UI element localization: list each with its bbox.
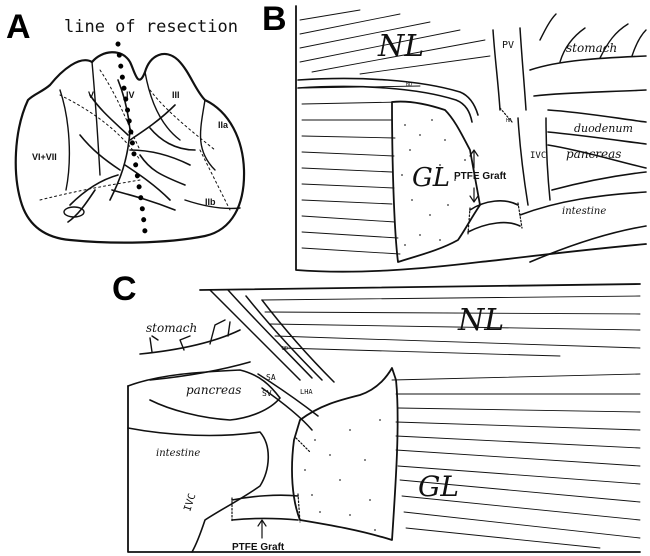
graft-liver-stipple: [401, 119, 466, 246]
ptfe-graft-tube-b: [467, 200, 521, 233]
panel-c: C stomach pancreas SA: [112, 270, 641, 553]
segment-label-iib: IIb: [205, 197, 216, 207]
panel-b-frame: [295, 5, 647, 273]
ivc-label-c: IVC: [182, 492, 198, 513]
vessel-tag-c: BD: [282, 346, 288, 352]
stomach-label-c: stomach: [146, 321, 197, 335]
left-hepatic-artery-label: LHA: [300, 388, 313, 396]
segment-label-v: V: [88, 90, 94, 100]
graft-arrow-up-b: [469, 149, 479, 169]
pancreas-outline-b: [547, 144, 647, 191]
lobe-divisions: [59, 61, 241, 210]
segment-label-vi-vii: VI+VII: [32, 152, 57, 162]
native-liver-label-c: NL: [457, 303, 504, 338]
graft-liver-stipple-c: [304, 419, 381, 531]
hepatic-vascular-tree: [67, 79, 196, 223]
pancreas-label-c: pancreas: [186, 383, 241, 397]
intestine-outline-b: [519, 191, 647, 263]
splenic-artery-label: SA: [266, 373, 276, 382]
graft-liver-outline: [391, 100, 481, 263]
stomach-label-b: stomach: [566, 41, 617, 55]
segment-label-iii: III: [172, 90, 180, 100]
graft-liver-label-c: GL: [418, 470, 459, 503]
splenic-vein-label: SV: [262, 389, 272, 398]
panel-b: B NL: [262, 0, 647, 273]
hilar-vessel-band: [297, 77, 479, 123]
intestine-label-b: intestine: [562, 206, 606, 217]
panel-c-letter: C: [112, 270, 137, 308]
intestine-outline-c: [127, 427, 270, 553]
ivc-label-b: IVC: [530, 151, 546, 161]
vessel-tag-b-1: BD: [406, 82, 412, 88]
graft-suture-lines-c: [231, 437, 311, 523]
segment-guides: [39, 69, 231, 211]
panel-c-frame: [127, 283, 641, 553]
native-liver-label-b: NL: [377, 29, 424, 64]
panel-b-letter: B: [262, 0, 287, 38]
panel-a: A line of resection VI+VII V IV III IIa …: [6, 8, 246, 244]
segment-label-iia: IIa: [218, 120, 229, 130]
ivc-column: [517, 117, 551, 206]
intestine-label-c: intestine: [156, 448, 200, 459]
stomach-outline: [529, 55, 647, 97]
duodenum-outline: [547, 109, 647, 145]
native-liver-hatching-c: [261, 295, 641, 549]
graft-liver-outline-c: [291, 367, 399, 541]
graft-arrow-up-c: [257, 519, 267, 539]
graft-suture-lines: [467, 107, 523, 235]
portal-vein-column: [492, 27, 527, 111]
vessel-tag-b-2: HA: [506, 118, 512, 124]
ptfe-graft-label-c: PTFE Graft: [232, 542, 285, 553]
panel-a-letter: A: [6, 8, 31, 46]
gallbladder-shape: [63, 206, 85, 218]
portal-vein-label: PV: [502, 40, 514, 51]
liver-outline: [14, 51, 246, 244]
hepatic-vessels-c: [209, 289, 335, 431]
resection-line-title: line of resection: [64, 17, 238, 37]
pancreas-label-b: pancreas: [566, 147, 621, 161]
pancreas-outline-c: [127, 369, 281, 421]
stomach-vessels-c: [149, 319, 231, 353]
ptfe-graft-tube-c: [231, 494, 299, 521]
stomach-vessels: [539, 13, 647, 63]
segment-label-iv: IV: [126, 90, 135, 100]
duodenum-label: duodenum: [574, 122, 633, 135]
resection-dotted-line: [115, 41, 148, 235]
ptfe-graft-label-b: PTFE Graft: [454, 171, 507, 182]
graft-liver-label-b: GL: [412, 163, 450, 193]
graft-arrow-down-b: [469, 187, 479, 203]
